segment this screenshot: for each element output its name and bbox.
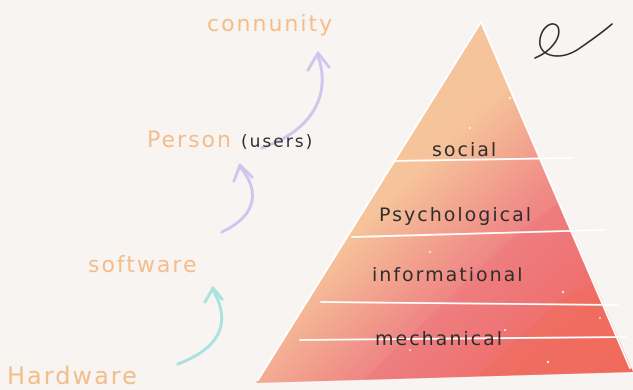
layer-label-informational: informational [372, 264, 525, 286]
layer-label-psychological: Psychological [379, 204, 533, 226]
layer-label-mechanical: mechanical [375, 328, 505, 350]
layer-label-social: social [432, 139, 499, 161]
label-software: software [88, 253, 199, 278]
loop-doodle-icon [534, 23, 613, 59]
sparkle-dots [409, 96, 601, 364]
label-hardware: Hardware [7, 362, 139, 390]
label-person: Person [147, 128, 233, 153]
pyramid [256, 22, 633, 383]
arrow-hardware-to-software [176, 288, 224, 366]
arrow-person-to-community [260, 54, 324, 150]
layer-dividers [257, 21, 631, 381]
arrowhead-purple-upper [306, 51, 331, 72]
arrowhead-purple-lower [232, 163, 254, 183]
arrow-software-to-person [220, 165, 254, 234]
arrowhead-teal [203, 286, 224, 304]
label-community: connunity [207, 12, 335, 37]
label-person-note: (users) [241, 132, 315, 152]
